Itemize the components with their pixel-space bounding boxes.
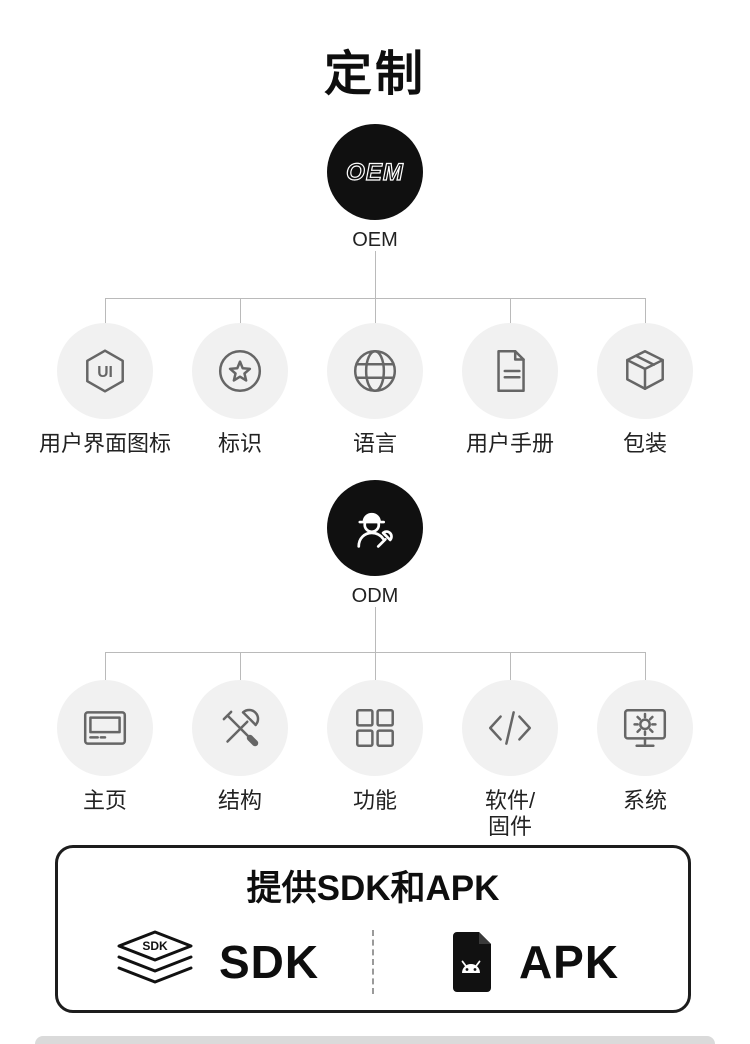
- node-label: 系统: [622, 788, 667, 813]
- connector-line: [509, 652, 511, 680]
- node-circle: UI: [57, 323, 153, 419]
- node-label: 功能: [352, 788, 397, 813]
- node-circle: [462, 680, 558, 776]
- connector-line: [509, 298, 511, 324]
- oem-child-language: 语言: [305, 323, 445, 457]
- connector-line: [239, 298, 241, 324]
- manual-document-icon: [497, 349, 525, 393]
- connector-line: [104, 298, 106, 324]
- oem-root-label: OEM: [352, 229, 398, 251]
- sdk-icon-text: SDK: [142, 939, 168, 953]
- ui-hexagon-icon: UI: [86, 349, 124, 393]
- node-label: 结构: [217, 788, 262, 813]
- function-grid-icon: [356, 709, 394, 747]
- node-circle: [192, 680, 288, 776]
- odm-child-function: 功能: [305, 680, 445, 814]
- ui-icon-text: UI: [97, 364, 113, 381]
- node-label: 标识: [217, 431, 262, 456]
- software-code-icon: [488, 711, 532, 745]
- oem-child-packaging: 包装: [575, 323, 715, 457]
- apk-file-android-icon: [452, 931, 491, 992]
- page-title: 定制: [323, 48, 426, 101]
- apk-label: APK: [518, 935, 620, 988]
- sdk-item: SDK SDK: [58, 929, 372, 995]
- connector-line: [104, 652, 106, 680]
- node-circle: [597, 680, 693, 776]
- odm-child-software-firmware: 软件/ 固件: [440, 680, 580, 841]
- oem-badge: OEM: [327, 124, 423, 220]
- node-label: 包装: [622, 431, 667, 456]
- oem-child-ui: UI 用户界面图标: [35, 323, 175, 457]
- node-label: 用户手册: [465, 431, 554, 456]
- sdk-label: SDK: [218, 935, 320, 988]
- globe-icon: [353, 349, 397, 393]
- connector-line: [374, 607, 376, 652]
- next-section-edge: [35, 1036, 715, 1044]
- dashed-divider: [372, 929, 374, 994]
- connector-line: [374, 251, 376, 298]
- system-monitor-gear-icon: [623, 709, 667, 747]
- oem-root-node: OEM OEM: [303, 124, 447, 252]
- sdk-layers-icon: SDK: [117, 930, 193, 983]
- node-circle: [597, 323, 693, 419]
- oem-logo-text: OEM: [346, 159, 404, 186]
- connector-line: [644, 298, 646, 324]
- odm-root-label: ODM: [351, 585, 399, 607]
- connector-line: [374, 652, 376, 680]
- badge-star-icon: [218, 349, 262, 393]
- oem-child-logo: 标识: [170, 323, 310, 457]
- node-label: 语言: [352, 431, 397, 456]
- node-label: 软件/ 固件: [484, 788, 536, 840]
- node-circle: [327, 323, 423, 419]
- connector-line: [239, 652, 241, 680]
- sdk-apk-card: 提供SDK和APK SDK SDK APK: [55, 845, 691, 1013]
- oem-child-manual: 用户手册: [440, 323, 580, 457]
- node-label: 主页: [82, 788, 127, 813]
- node-circle: [192, 323, 288, 419]
- sdk-apk-card-content: SDK SDK APK: [58, 913, 688, 1010]
- node-label: 用户界面图标: [38, 431, 171, 456]
- homepage-screen-icon: [83, 711, 127, 745]
- structure-tools-icon: [222, 708, 260, 747]
- odm-child-system: 系统: [575, 680, 715, 814]
- connector-line: [644, 652, 646, 680]
- odm-root-node: ODM: [303, 480, 447, 608]
- odm-child-homepage: 主页: [35, 680, 175, 814]
- node-circle: [57, 680, 153, 776]
- node-circle: [327, 680, 423, 776]
- package-box-icon: [626, 349, 664, 390]
- oem-logo-icon: OEM: [346, 158, 404, 186]
- odm-badge: [327, 480, 423, 576]
- apk-item: APK: [374, 929, 688, 995]
- sdk-apk-card-title: 提供SDK和APK: [246, 869, 500, 908]
- odm-child-structure: 结构: [170, 680, 310, 814]
- node-circle: [462, 323, 558, 419]
- connector-line: [374, 298, 376, 324]
- engineer-wrench-icon: [357, 512, 393, 548]
